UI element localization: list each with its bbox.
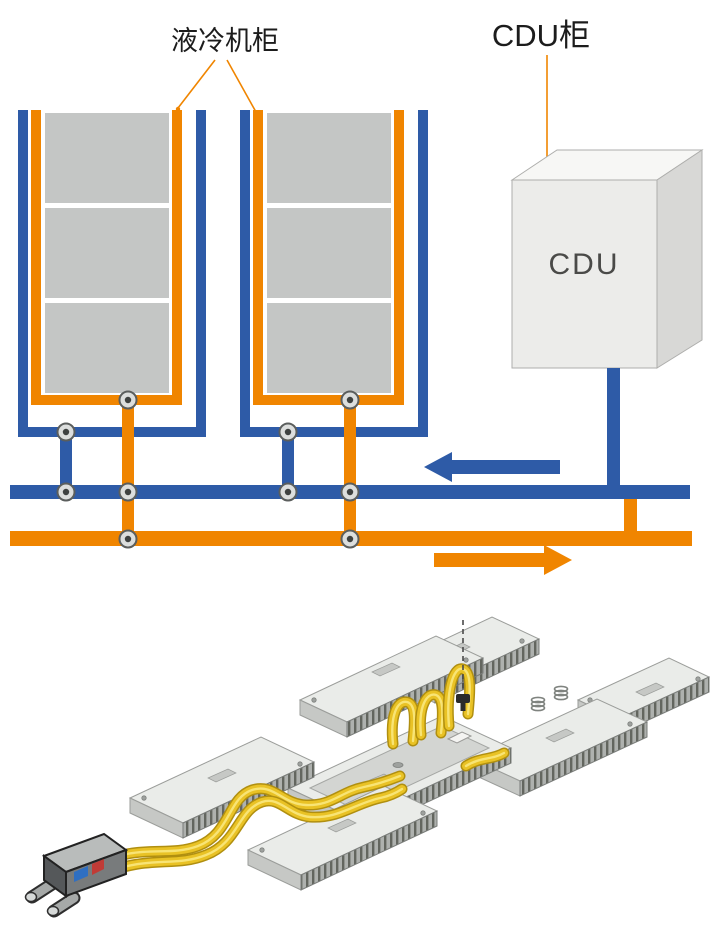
pipe-segment xyxy=(394,110,404,405)
label-liquid-cooling-cabinet: 液冷机柜 xyxy=(171,26,279,56)
liquid-cooling-cabinet-1 xyxy=(18,110,206,437)
pipe-segment xyxy=(253,110,263,405)
plug-connector xyxy=(456,694,470,703)
server-board xyxy=(246,785,439,891)
assembly-guide xyxy=(456,620,470,711)
valve-icon xyxy=(56,422,76,442)
server-block xyxy=(267,113,391,203)
valves xyxy=(56,390,360,549)
valve-icon xyxy=(340,529,360,549)
branch-pipes xyxy=(60,368,637,545)
label-cdu-unit: CDU xyxy=(549,248,620,281)
valve-icon xyxy=(278,482,298,502)
blue-descender-cabinet-2 xyxy=(282,432,294,494)
server-block xyxy=(45,113,169,203)
blue-descender-cabinet-1 xyxy=(60,432,72,494)
spring-screws xyxy=(530,685,569,712)
pipe-segment xyxy=(418,110,428,437)
pipe-segment xyxy=(240,110,250,437)
cdu-side-face xyxy=(656,149,703,369)
valve-icon xyxy=(118,529,138,549)
server-block xyxy=(45,208,169,298)
valve-icon xyxy=(340,482,360,502)
server-module-illustration xyxy=(24,616,711,918)
pipe-segment xyxy=(196,110,206,437)
valve-icon xyxy=(118,482,138,502)
tube-receptacle xyxy=(446,731,473,744)
orange-descender-cabinet-2 xyxy=(344,400,356,545)
leader-line-cabinet-left xyxy=(177,59,216,109)
label-cdu-cabinet: CDU柜 xyxy=(492,18,590,53)
pipe-segment xyxy=(18,427,206,437)
server-block xyxy=(267,208,391,298)
pipe-segment xyxy=(253,395,404,405)
pipe-segment xyxy=(31,395,182,405)
server-board xyxy=(128,736,316,839)
pipe-segment xyxy=(172,110,182,405)
leader-line-cabinet-right xyxy=(226,59,257,113)
orange-descender-cabinet-1 xyxy=(122,400,134,545)
quick-connector xyxy=(24,832,129,918)
blue-descender-cdu xyxy=(607,368,620,493)
valve-icon xyxy=(56,482,76,502)
liquid-cooling-cabinet-2 xyxy=(240,110,428,437)
schematic-section: 液冷机柜 CDU柜 xyxy=(10,18,704,575)
connector-red-mark xyxy=(92,859,104,875)
pipe-segment xyxy=(31,110,41,405)
cdu-front-face xyxy=(511,179,658,369)
server-block xyxy=(45,303,169,393)
server-block xyxy=(267,303,391,393)
orange-descender-cdu xyxy=(624,490,637,542)
coolant-flow-arrow-orange xyxy=(434,545,572,575)
valve-icon xyxy=(340,390,360,410)
connector-blue-mark xyxy=(74,866,88,882)
valve-icon xyxy=(118,390,138,410)
cdu-unit-box: CDU xyxy=(510,149,704,369)
plug-stem xyxy=(460,702,466,711)
pipe-segment xyxy=(240,427,428,437)
valve-icon xyxy=(278,422,298,442)
pipe-segment xyxy=(18,110,28,437)
coolant-flow-arrow-blue xyxy=(424,452,560,482)
